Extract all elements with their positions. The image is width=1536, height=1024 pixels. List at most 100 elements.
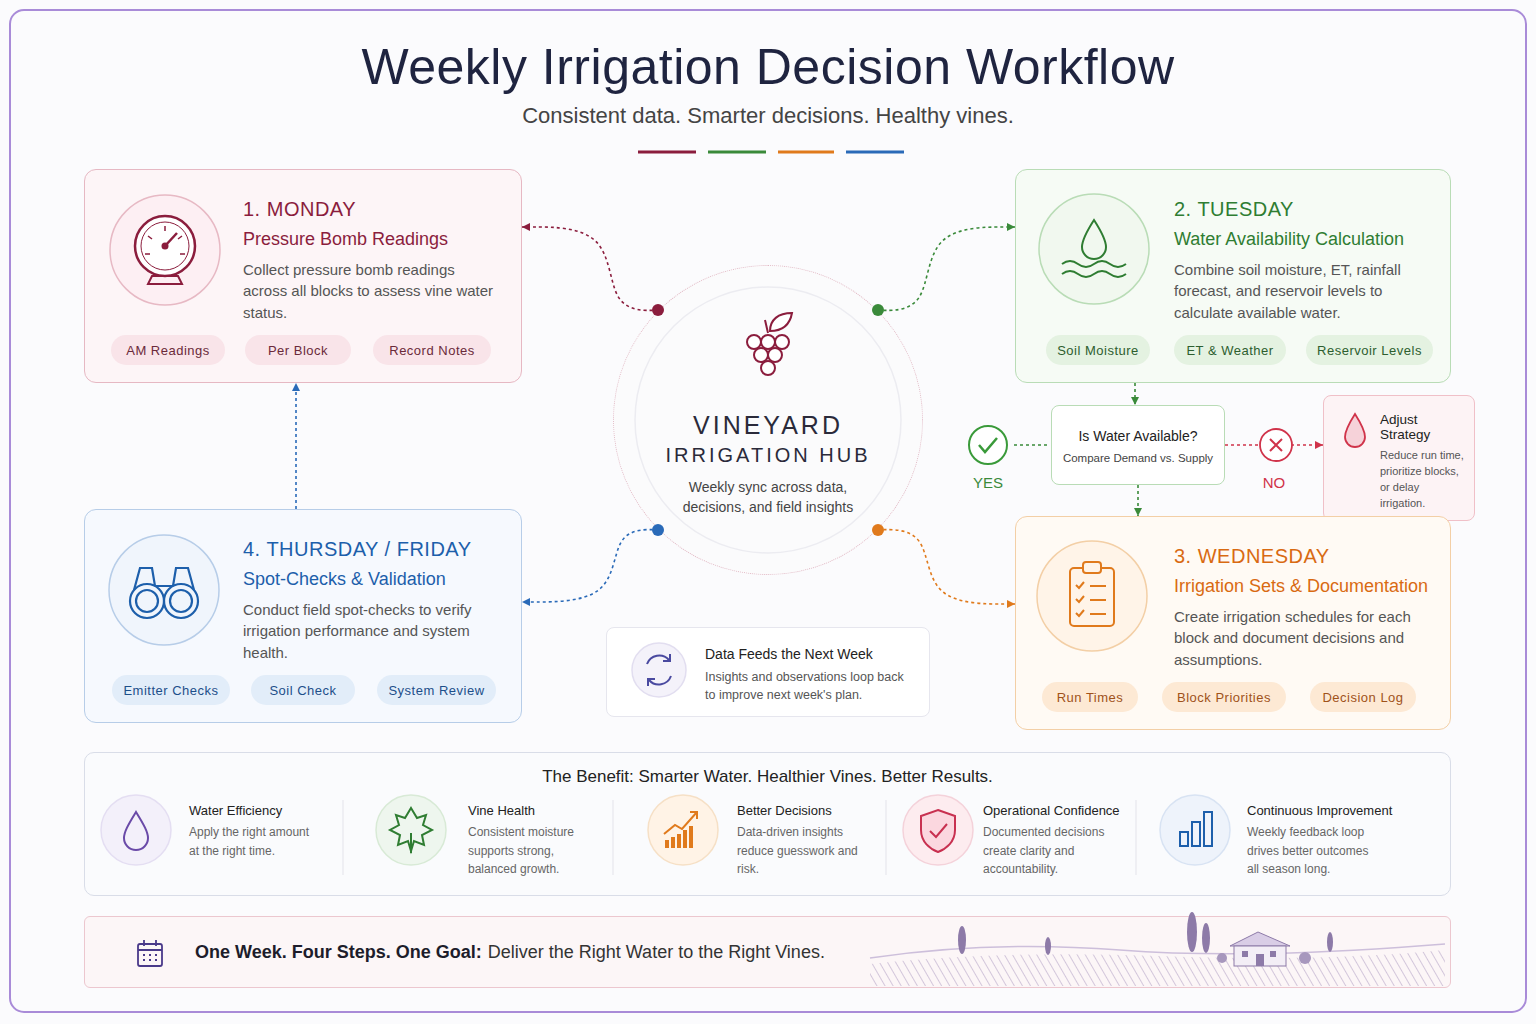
chip-text: Run Times <box>1057 690 1124 705</box>
heading-text: 2. TUESDAY <box>1174 198 1432 221</box>
dotted-connector <box>1137 485 1139 516</box>
text-column: Soil Moisture <box>1057 343 1139 358</box>
vineyard-illustration <box>1202 923 1210 953</box>
subheading-text: Weekly feedback loop drives better outco… <box>1247 823 1379 879</box>
no-cross-icon <box>1260 429 1292 461</box>
benefit-separators <box>886 800 887 875</box>
branch-label: YES <box>970 474 1006 491</box>
binoculars-icon <box>109 535 219 645</box>
vineyard-illustration <box>870 912 1445 986</box>
vineyard-illustration <box>1217 953 1227 963</box>
water-icon <box>1039 194 1149 304</box>
text-column: Data Feeds the Next WeekInsights and obs… <box>705 646 917 704</box>
dotted-connector <box>1225 444 1323 446</box>
benefit-item: Operational ConfidenceDocumented decisio… <box>983 803 1133 879</box>
benefit-icons <box>921 810 955 852</box>
dotted-connector <box>878 227 1015 310</box>
gauge-icon <box>141 222 189 270</box>
chip-text: Per Block <box>268 343 328 358</box>
loop-icon <box>648 654 670 686</box>
chip-text: Decision Log <box>1322 690 1403 705</box>
benefit-icons <box>903 795 973 865</box>
chip-text: Record Notes <box>389 343 474 358</box>
text-column: Run Times <box>1057 690 1124 705</box>
benefit-icons <box>664 812 697 834</box>
step-card: 3. WEDNESDAYIrrigation Sets & Documentat… <box>1015 516 1451 730</box>
chip-text: ET & Weather <box>1186 343 1273 358</box>
benefit-icons <box>101 795 171 865</box>
gauge-icon <box>110 195 220 305</box>
benefit-separators <box>343 800 344 875</box>
benefit-item: Water EfficiencyApply the right amount a… <box>189 803 339 860</box>
chip-text: Emitter Checks <box>123 683 218 698</box>
text-column: Soil Check <box>269 683 336 698</box>
page-frame <box>10 10 1526 1012</box>
chip-text: Reservoir Levels <box>1317 343 1422 358</box>
grape-icon <box>768 348 782 362</box>
tag-chip: ET & Weather <box>1174 335 1286 365</box>
no-cross-icon <box>1260 429 1292 461</box>
drop-icon <box>1345 414 1365 447</box>
text-column: Per Block <box>268 343 328 358</box>
yes-check-icon <box>979 438 997 452</box>
grape-icon <box>747 313 792 375</box>
vineyard-illustration <box>870 944 1445 958</box>
step-card: 2. TUESDAYWater Availability Calculation… <box>1015 169 1451 383</box>
text-column: 3. WEDNESDAYIrrigation Sets & Documentat… <box>1174 545 1432 670</box>
color-bars <box>638 151 904 154</box>
subheading-text: Irrigation Sets & Documentation <box>1174 576 1432 597</box>
vineyard-illustration <box>870 950 1445 986</box>
decision-box: Is Water Available?Compare Demand vs. Su… <box>1051 405 1225 485</box>
subheading-text: Deliver the Right Water to the Right Vin… <box>488 942 825 963</box>
benefit-icons <box>1204 812 1212 846</box>
tag-chip: Record Notes <box>373 335 491 365</box>
clipboard-icon <box>1090 586 1106 614</box>
gauge-icon <box>148 276 182 284</box>
benefit-item: Vine HealthConsistent moisture supports … <box>468 803 618 879</box>
subheading-text: Consistent moisture supports strong, bal… <box>468 823 600 879</box>
heading-text: Operational Confidence <box>983 803 1133 818</box>
benefit-icons <box>1160 795 1230 865</box>
hub-ring <box>635 287 901 553</box>
yes-check-icon <box>1014 444 1048 446</box>
benefit-icons <box>930 824 947 837</box>
text-column: Is Water Available?Compare Demand vs. Su… <box>1052 406 1224 472</box>
text-column: VINEYARDIRRIGATION HUBWeekly sync across… <box>614 411 922 518</box>
text-column: 1. MONDAYPressure Bomb ReadingsCollect p… <box>243 198 503 323</box>
hub-circle: VINEYARDIRRIGATION HUBWeekly sync across… <box>613 265 923 575</box>
heading-text: One Week. Four Steps. One Goal: <box>195 942 482 963</box>
dotted-connector <box>295 383 297 509</box>
subheading-text: Insights and observations loop back to i… <box>705 668 917 704</box>
heading-text: Data Feeds the Next Week <box>705 646 917 662</box>
grape-icon <box>747 335 761 349</box>
clipboard-icon <box>1070 568 1114 626</box>
benefit-icons <box>376 795 446 865</box>
tag-chip: Reservoir Levels <box>1306 335 1433 365</box>
heading-text: Better Decisions <box>737 803 887 818</box>
binoculars-icon <box>164 584 198 618</box>
no-cross-icon <box>1270 439 1282 451</box>
tag-chip: Block Priorities <box>1162 682 1286 712</box>
vineyard-illustration <box>1327 932 1333 952</box>
tag-chip: Soil Moisture <box>1046 335 1150 365</box>
yes-check-icon <box>969 426 1007 464</box>
grape-icon <box>770 313 792 331</box>
tag-chip: Decision Log <box>1310 682 1416 712</box>
subheading-text: Data-driven insights reduce guesswork an… <box>737 823 869 879</box>
hub-dots <box>652 304 884 536</box>
benefit-icons <box>648 795 718 865</box>
vineyard-illustration <box>958 926 966 954</box>
color-bars <box>778 151 834 154</box>
grape-icon <box>775 335 789 349</box>
dotted-connector <box>1134 383 1136 405</box>
text-column: 2. TUESDAYWater Availability Calculation… <box>1174 198 1432 323</box>
heading-text: 1. MONDAY <box>243 198 503 221</box>
heading-text: Is Water Available? <box>1058 428 1218 444</box>
color-bars <box>638 151 696 154</box>
text-column: Better DecisionsData-driven insights red… <box>737 803 887 879</box>
text-column: System Review <box>388 683 484 698</box>
calendar-icon <box>143 955 157 960</box>
text-column: Adjust StrategyReduce run time, prioriti… <box>1380 412 1466 512</box>
text-column: Operational ConfidenceDocumented decisio… <box>983 803 1133 879</box>
subheading-text: Documented decisions create clarity and … <box>983 823 1115 879</box>
